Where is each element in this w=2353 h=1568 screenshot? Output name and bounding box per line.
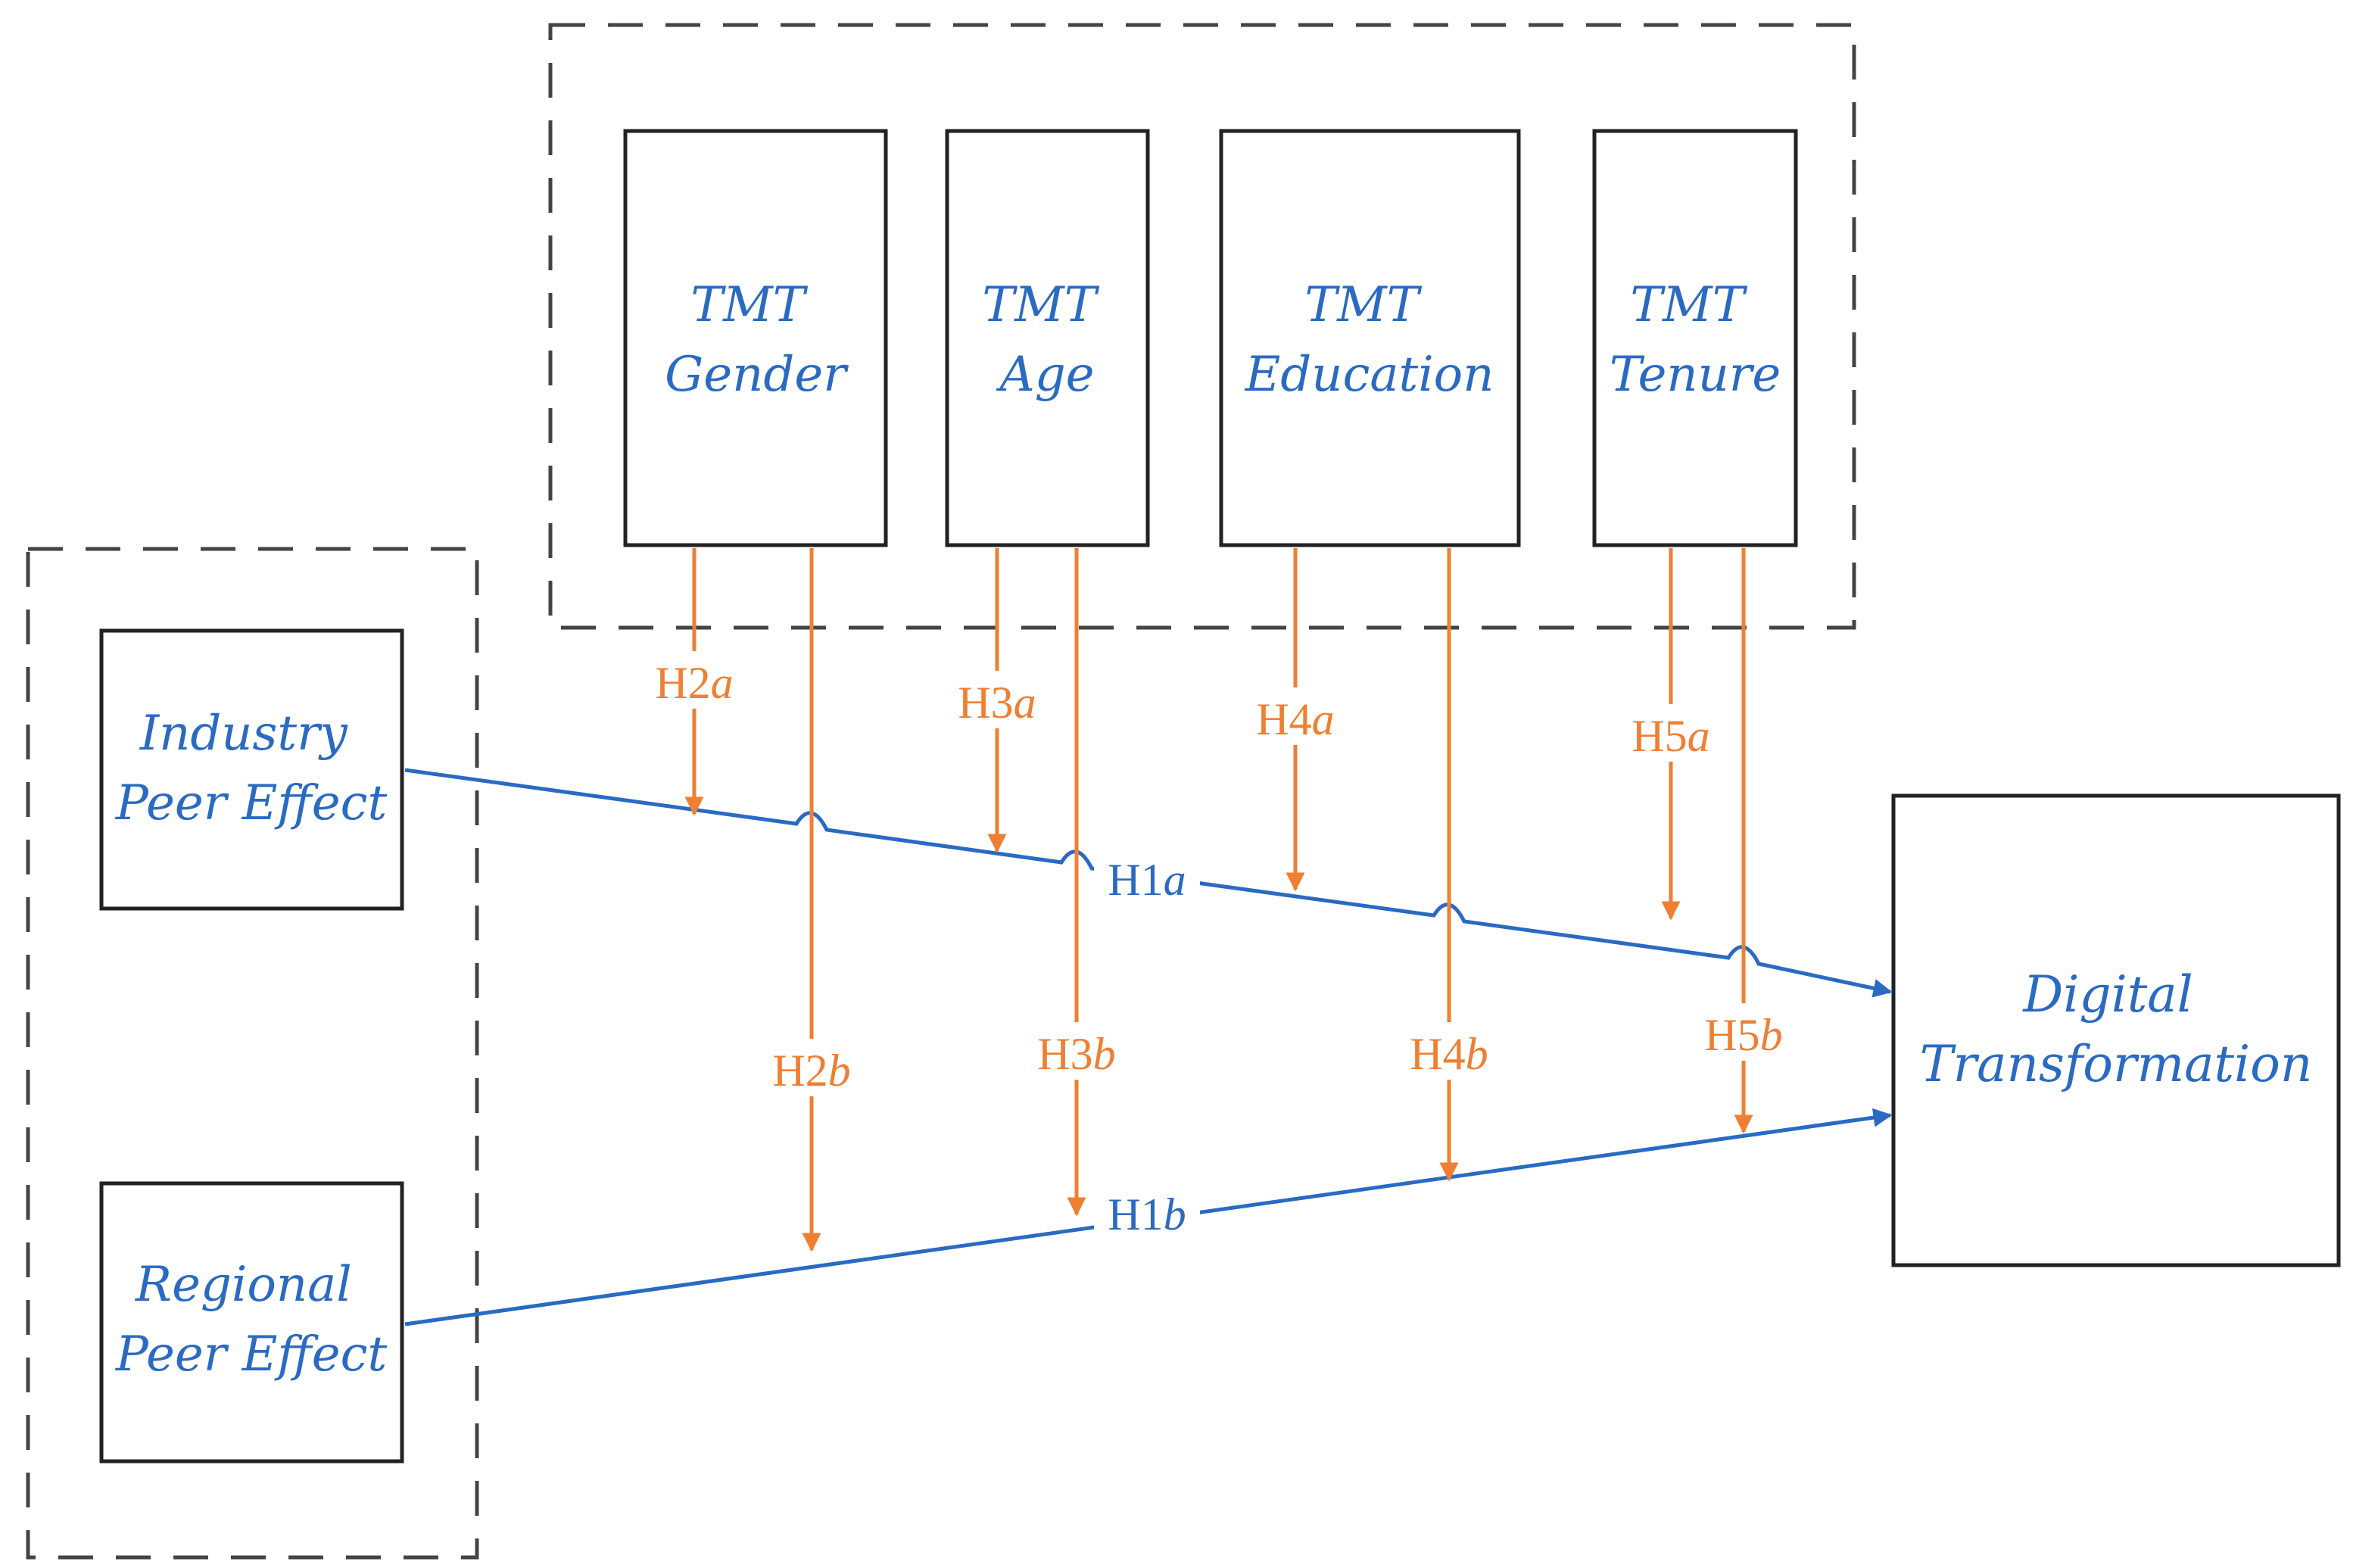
peer-effect-group-container: [26, 547, 479, 1560]
h3a-label-bg: [945, 671, 1049, 728]
h2b-label-bg: [759, 1039, 864, 1096]
h1b-label-bg: [1094, 1189, 1200, 1242]
tmt-education-label: TMT Education: [1245, 277, 1494, 403]
h1a-path: [404, 768, 1893, 998]
tmt-age-label: TMT Age: [982, 277, 1111, 403]
regional-peer-effect-box: [99, 1181, 404, 1464]
tmt-education-box: [1219, 129, 1521, 547]
regional-peer-effect-label: Regional Peer Effect: [115, 1257, 388, 1383]
h4a-label: H4a: [1256, 694, 1334, 744]
tmt-gender-label: TMT Gender: [665, 277, 849, 403]
h2a-label: H2a: [655, 658, 733, 708]
h3b-label: H3b: [1037, 1029, 1115, 1079]
industry-peer-effect-label: Industry Peer Effect: [115, 706, 388, 831]
tmt-tenure-box: [1592, 129, 1798, 547]
tmt-group-container: [548, 23, 1856, 630]
h5b-label-bg: [1691, 1003, 1796, 1061]
h1b-label: H1b: [1108, 1189, 1186, 1239]
digital-transformation-label: Digital Transformation: [1920, 965, 2313, 1093]
h4b-label: H4b: [1410, 1029, 1488, 1079]
h3a-label: H3a: [958, 678, 1036, 728]
h1a-label: H1a: [1108, 855, 1186, 905]
h2a-label-bg: [642, 651, 746, 709]
industry-peer-effect-box: [99, 628, 404, 911]
h2b-label: H2b: [772, 1046, 850, 1096]
h4b-label-bg: [1397, 1022, 1501, 1080]
h5a-label-bg: [1619, 704, 1723, 762]
h1a-label-bg: [1094, 854, 1200, 907]
h3b-label-bg: [1024, 1022, 1129, 1080]
tmt-age-box: [945, 129, 1150, 547]
digital-transformation-box: [1891, 793, 2341, 1267]
tmt-tenure-label: TMT Tenure: [1610, 277, 1781, 403]
tmt-gender-box: [623, 129, 888, 547]
h4a-label-bg: [1243, 687, 1348, 745]
h5b-label: H5b: [1704, 1010, 1782, 1060]
h5a-label: H5a: [1632, 711, 1709, 761]
